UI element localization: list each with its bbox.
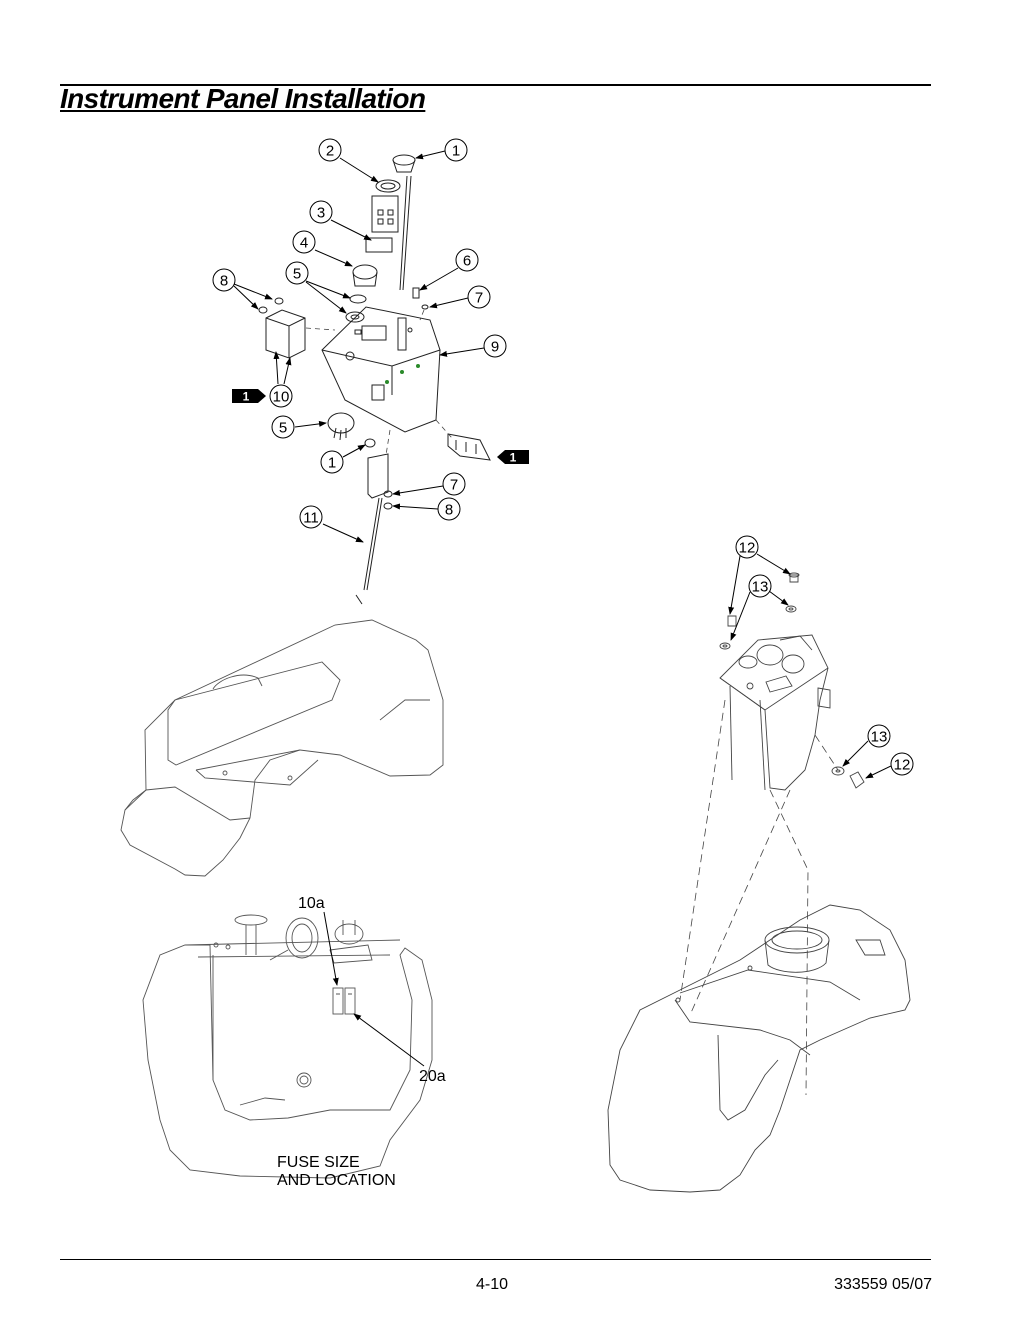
svg-text:12: 12 [894, 757, 911, 774]
callout-12-top: 12 [735, 535, 759, 559]
svg-text:1: 1 [510, 451, 517, 465]
header-rule [60, 84, 931, 86]
instrument-panel-exploded-view [258, 154, 491, 605]
svg-text:1: 1 [328, 455, 336, 472]
svg-text:7: 7 [450, 477, 458, 494]
svg-text:13: 13 [871, 729, 888, 746]
fuse-caption-line1: FUSE SIZE [277, 1154, 360, 1171]
callout-10: 10 [269, 384, 293, 408]
svg-text:9: 9 [491, 339, 499, 356]
callout-7-lower: 7 [442, 472, 466, 496]
page-number: 4-10 [476, 1276, 509, 1293]
fuse-leaders [323, 911, 425, 1067]
page-title: Instrument Panel Installation [60, 83, 426, 114]
fuse-label-20a: 20a [419, 1068, 446, 1085]
callout-7-top: 7 [467, 285, 491, 309]
callout-13-top: 13 [748, 574, 772, 598]
svg-text:4: 4 [300, 235, 308, 252]
flag-marker-right: 1 [497, 450, 529, 465]
svg-text:6: 6 [463, 253, 471, 270]
svg-text:5: 5 [279, 420, 287, 437]
svg-text:13: 13 [752, 579, 769, 596]
svg-text:2: 2 [326, 143, 334, 160]
svg-text:8: 8 [445, 502, 453, 519]
callout-5-lower: 5 [271, 415, 295, 439]
svg-text:11: 11 [303, 510, 319, 527]
alignment-guides-right [679, 699, 839, 1096]
svg-text:1: 1 [452, 143, 460, 160]
footer-rule [60, 1259, 931, 1260]
callout-4: 4 [292, 230, 316, 254]
callout-6: 6 [455, 248, 479, 272]
callout-9: 9 [483, 334, 507, 358]
callout-8-lower: 8 [437, 497, 461, 521]
callout-leaders-right [728, 553, 892, 779]
svg-text:5: 5 [293, 266, 301, 283]
callout-5-top: 5 [285, 261, 309, 285]
fuse-location-view [142, 914, 433, 1179]
fuse-caption-line2: AND LOCATION [277, 1172, 396, 1189]
rear-fender-view [120, 619, 444, 877]
callout-2: 2 [318, 138, 342, 162]
callout-11: 11 [299, 505, 323, 529]
document-code: 333559 05/07 [834, 1276, 932, 1293]
svg-text:12: 12 [739, 540, 756, 557]
callout-8-top: 8 [212, 268, 236, 292]
svg-text:8: 8 [220, 273, 228, 290]
svg-text:7: 7 [475, 290, 483, 307]
callout-12-lower: 12 [890, 752, 914, 776]
callout-3: 3 [309, 200, 333, 224]
connector-markers [385, 364, 420, 384]
svg-text:3: 3 [317, 205, 325, 222]
svg-text:10: 10 [273, 389, 290, 406]
callout-1-top: 1 [444, 138, 468, 162]
svg-text:1: 1 [243, 390, 250, 404]
control-panel-exploded-view [607, 572, 911, 1193]
fuse-label-10a: 10a [298, 895, 325, 912]
flag-marker-left: 1 [232, 389, 266, 404]
alignment-guides [305, 309, 453, 456]
callout-13-lower: 13 [867, 724, 891, 748]
callout-1-lower: 1 [320, 450, 344, 474]
callout-leaders-top [233, 150, 485, 543]
